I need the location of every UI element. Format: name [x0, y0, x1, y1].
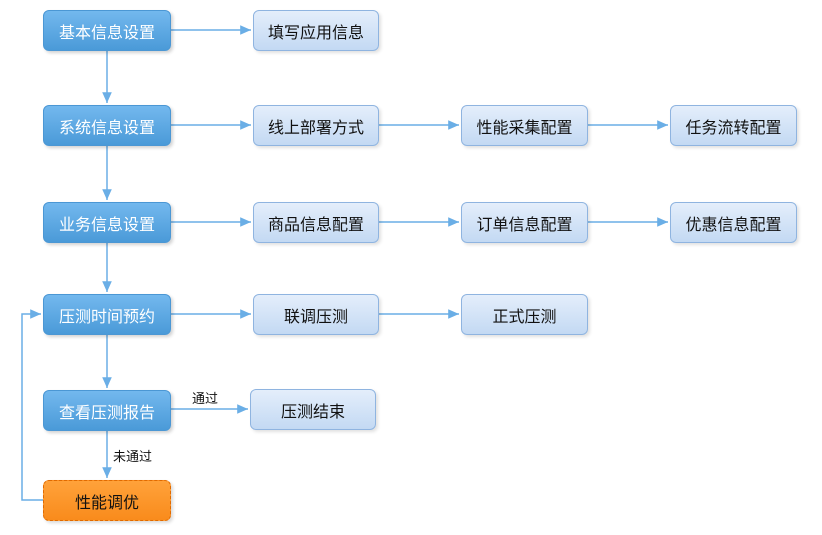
- node-test-schedule[interactable]: 压测时间预约: [43, 294, 171, 335]
- node-business-info-settings[interactable]: 业务信息设置: [43, 202, 171, 243]
- node-online-deploy-mode[interactable]: 线上部署方式: [253, 105, 379, 146]
- node-fill-app-info[interactable]: 填写应用信息: [253, 10, 379, 51]
- edge-label-pass: 通过: [192, 392, 219, 407]
- node-product-info-config[interactable]: 商品信息配置: [253, 202, 379, 243]
- node-view-test-report[interactable]: 查看压测报告: [43, 390, 171, 431]
- node-order-info-config[interactable]: 订单信息配置: [461, 202, 588, 243]
- node-test-end[interactable]: 压测结束: [250, 389, 376, 430]
- node-discount-info-config[interactable]: 优惠信息配置: [670, 202, 797, 243]
- node-formal-test[interactable]: 正式压测: [461, 294, 588, 335]
- node-task-flow-config[interactable]: 任务流转配置: [670, 105, 797, 146]
- node-perf-collect-config[interactable]: 性能采集配置: [461, 105, 588, 146]
- node-basic-info-settings[interactable]: 基本信息设置: [43, 10, 171, 51]
- node-performance-tuning[interactable]: 性能调优: [43, 480, 171, 521]
- arrow-tuning-loop-to-schedule: [21, 309, 43, 501]
- edge-label-fail: 未通过: [113, 450, 153, 465]
- node-joint-debug-test[interactable]: 联调压测: [253, 294, 379, 335]
- node-system-info-settings[interactable]: 系统信息设置: [43, 105, 171, 146]
